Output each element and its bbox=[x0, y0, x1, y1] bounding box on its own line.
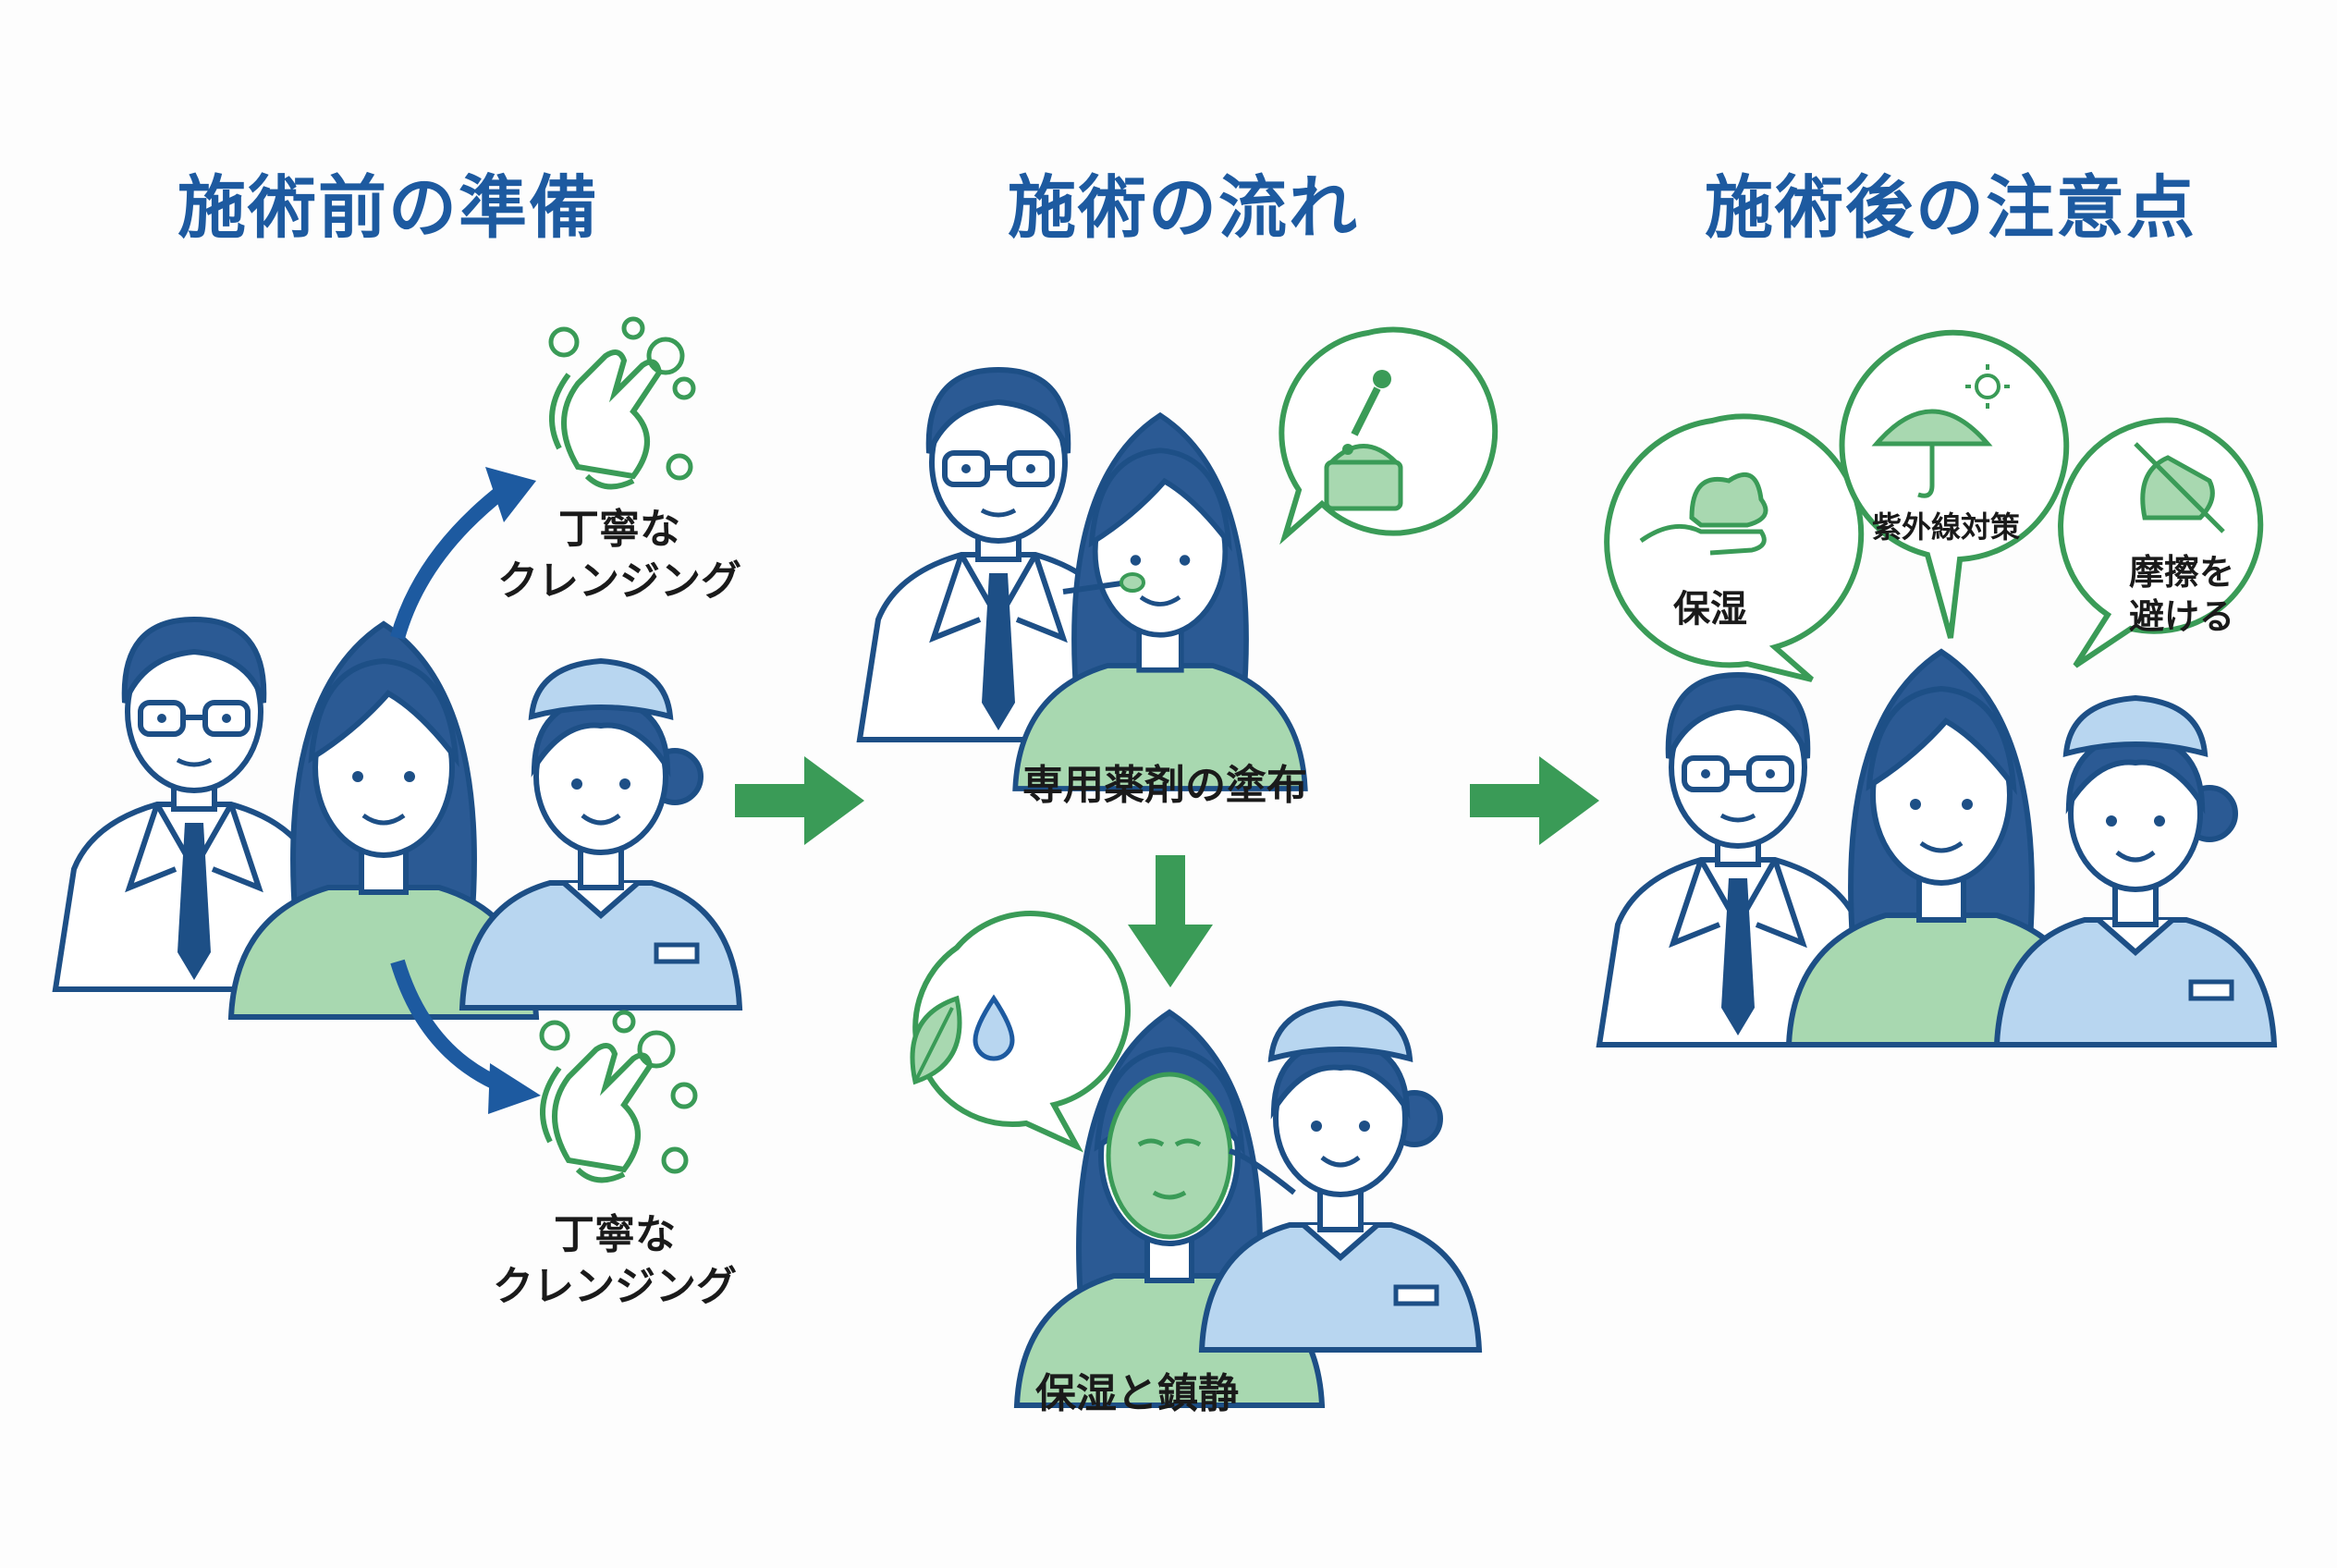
soap-hands-icon bbox=[548, 316, 696, 486]
caption-step-apply: 専用薬剤の塗布 bbox=[1022, 762, 1307, 809]
dropper-cream-icon bbox=[1279, 326, 1499, 545]
bubble-label-friction: 摩擦を 避ける bbox=[2128, 552, 2234, 637]
no-rubbing-icon bbox=[2058, 417, 2264, 668]
arrow-to-cleansing-bottom bbox=[390, 959, 508, 1094]
leaf-drop-icon bbox=[910, 911, 1131, 1153]
heading-before: 施術前の準備 bbox=[177, 168, 599, 248]
hand-cream-icon bbox=[1604, 413, 1865, 682]
bubble-label-uv: 紫外線対策 bbox=[1871, 509, 2020, 545]
arrow-right-1 bbox=[735, 756, 864, 845]
nurse-hand bbox=[1229, 1148, 1296, 1195]
patient-figure-mask bbox=[1017, 1012, 1322, 1405]
caption-cleansing-bottom: 丁寧な クレンジング bbox=[493, 1211, 737, 1310]
arrow-head-top bbox=[485, 467, 536, 522]
arrow-head-bottom bbox=[488, 1063, 541, 1114]
arrow-down bbox=[1128, 855, 1213, 987]
umbrella-sun-icon bbox=[1839, 329, 2070, 639]
caption-cleansing-top: 丁寧な クレンジング bbox=[497, 506, 741, 605]
arrow-to-cleansing-top bbox=[390, 484, 508, 641]
applicator bbox=[1062, 580, 1129, 594]
heading-flow: 施術の流れ bbox=[1008, 168, 1359, 248]
arrow-right-2 bbox=[1470, 756, 1599, 845]
nurse-figure-after bbox=[1997, 698, 2274, 1045]
bubble-label-moisturize: 保湿 bbox=[1673, 588, 1747, 631]
nurse-figure-before bbox=[462, 661, 740, 1008]
caption-step-soothe: 保湿と鎮静 bbox=[1035, 1370, 1239, 1417]
soap-hands-icon bbox=[539, 1010, 698, 1180]
heading-after: 施術後の注意点 bbox=[1705, 168, 2196, 248]
